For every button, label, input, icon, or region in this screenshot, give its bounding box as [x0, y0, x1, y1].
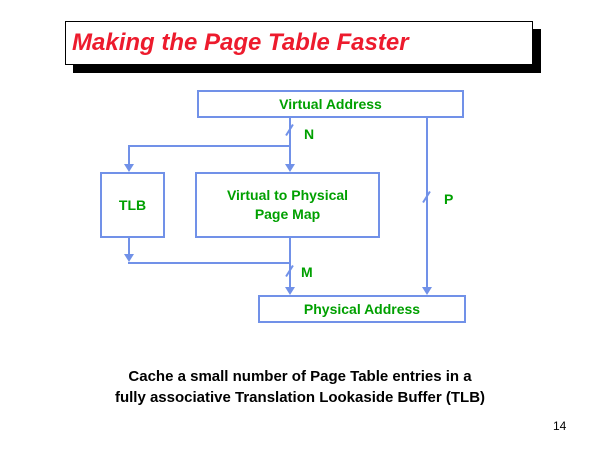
physical-address-box: Physical Address: [258, 295, 466, 323]
arrowhead-down-icon: [285, 164, 295, 172]
line-va-to-physical: [426, 118, 428, 288]
line-branch-to-tlb: [128, 145, 130, 165]
page-map-box: Virtual to Physical Page Map: [195, 172, 380, 238]
physical-address-label: Physical Address: [303, 300, 421, 317]
line-tlb-out-horizontal: [128, 262, 291, 264]
line-pagemap-to-physical: [289, 238, 291, 288]
caption-line2: fully associative Translation Lookaside …: [114, 389, 486, 406]
arrowhead-down-icon: [422, 287, 432, 295]
arrowhead-down-icon: [124, 164, 134, 172]
page-title: Making the Page Table Faster: [72, 29, 409, 56]
bus-label-p: P: [444, 191, 454, 207]
page-number: 14: [553, 419, 567, 433]
virtual-address-label: Virtual Address: [279, 95, 382, 112]
page-map-label-line2: Page Map: [254, 206, 321, 222]
title-box: Making the Page Table Faster: [65, 21, 533, 65]
slide-caption: Cache a small number of Page Table entri…: [0, 366, 600, 408]
bus-label-n: N: [304, 126, 315, 142]
line-branch-horizontal: [128, 145, 291, 147]
page-map-label-line1: Virtual to Physical: [226, 187, 349, 203]
tlb-box: TLB: [100, 172, 165, 238]
bus-label-m: M: [301, 264, 313, 280]
line-tlb-out: [128, 238, 130, 255]
tlb-label: TLB: [118, 196, 147, 213]
arrowhead-down-icon: [285, 287, 295, 295]
arrowhead-down-icon: [124, 254, 134, 262]
virtual-address-box: Virtual Address: [197, 90, 464, 118]
line-va-to-pagemap: [289, 118, 291, 165]
caption-line1: Cache a small number of Page Table entri…: [128, 368, 472, 385]
